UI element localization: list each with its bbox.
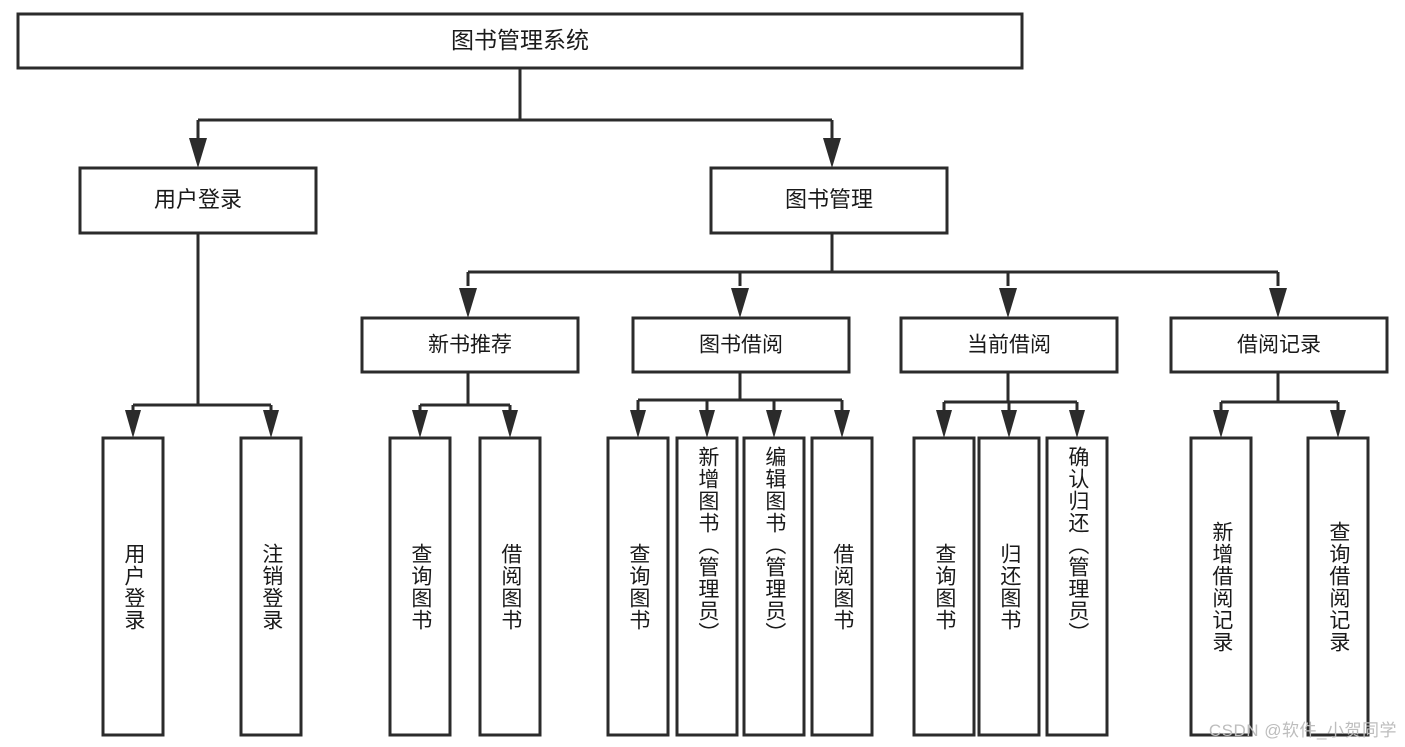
node-new-book-recommend-label: 新书推荐 — [428, 334, 512, 357]
leaf-box-book-borrow-2[interactable] — [742, 436, 806, 737]
connector-bookmgmt-to-level2 — [459, 233, 1287, 318]
connector-bookborrow-to-leaves — [630, 372, 850, 438]
node-current-borrow[interactable]: 当前借阅 — [899, 316, 1119, 374]
leaf-box-book-borrow-3[interactable] — [810, 436, 874, 737]
leaf-box-new-book-0[interactable] — [388, 436, 452, 737]
leaf-box-current-borrow-1[interactable] — [977, 436, 1041, 737]
node-book-management[interactable]: 图书管理 — [709, 166, 949, 235]
node-user-login[interactable]: 用户登录 — [78, 166, 318, 235]
leaf-box-user-login-0[interactable] — [101, 436, 165, 737]
connector-borrowrecord-to-leaves — [1213, 372, 1346, 438]
connector-root-to-level1 — [189, 68, 841, 168]
leaf-box-borrow-record-1[interactable] — [1306, 436, 1370, 737]
node-book-borrow-label: 图书借阅 — [699, 334, 783, 357]
node-borrow-record-label: 借阅记录 — [1237, 334, 1321, 357]
connector-userlogin-to-leaves — [125, 233, 279, 438]
leaf-box-book-borrow-1[interactable] — [675, 436, 739, 737]
leaf-box-current-borrow-0[interactable] — [912, 436, 976, 737]
leaf-box-borrow-record-0[interactable] — [1189, 436, 1253, 737]
node-book-borrow[interactable]: 图书借阅 — [631, 316, 851, 374]
node-new-book-recommend[interactable]: 新书推荐 — [360, 316, 580, 374]
node-root-label: 图书管理系统 — [451, 27, 589, 53]
connector-newbook-to-leaves — [412, 372, 518, 438]
csdn-watermark: CSDN @软件_小贺同学 — [1208, 721, 1397, 740]
node-user-login-label: 用户登录 — [154, 187, 242, 212]
node-book-management-label: 图书管理 — [785, 187, 873, 212]
leaf-box-new-book-1[interactable] — [478, 436, 542, 737]
leaf-boxes-user-login — [101, 436, 303, 737]
leaf-boxes-book-borrow — [606, 436, 874, 737]
connector-currentborrow-to-leaves — [936, 372, 1085, 438]
leaf-boxes-new-book-recommend — [388, 436, 542, 737]
leaf-box-current-borrow-2[interactable] — [1045, 436, 1109, 737]
leaf-box-user-login-1[interactable] — [239, 436, 303, 737]
node-current-borrow-label: 当前借阅 — [967, 334, 1051, 357]
node-borrow-record[interactable]: 借阅记录 — [1169, 316, 1389, 374]
leaf-box-book-borrow-0[interactable] — [606, 436, 670, 737]
leaf-boxes-borrow-record — [1189, 436, 1370, 737]
node-root[interactable]: 图书管理系统 — [16, 12, 1024, 70]
leaf-boxes-current-borrow — [912, 436, 1109, 737]
